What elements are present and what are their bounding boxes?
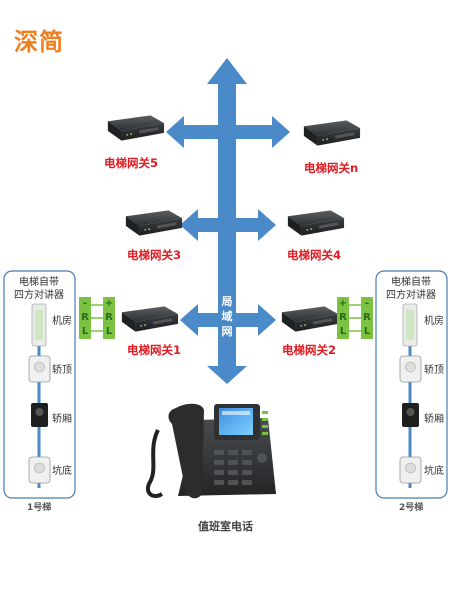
terminal-1-minus: - (82, 298, 88, 309)
elevator-1-pit-device (28, 456, 51, 484)
terminal-1-plus: + (104, 298, 114, 309)
elevator-2-terminal-block (337, 297, 373, 339)
company-logo: 深简 (14, 28, 64, 56)
lan-branch-arrow-bottom (180, 304, 276, 336)
elevator-1-machine-room-device (31, 303, 47, 347)
gateway-device-n (303, 120, 361, 146)
gateway-label-n: 电梯网关n (304, 161, 359, 175)
elevator-1-part-car: 轿厢 (52, 414, 72, 425)
elevator-1-name: 1号梯 (27, 503, 52, 513)
gateway-label-5: 电梯网关5 (104, 156, 159, 170)
elevator-1-part-machine-room: 机房 (52, 316, 72, 327)
gateway-label-1: 电梯网关1 (127, 343, 182, 357)
terminal-1-l: L (81, 326, 89, 337)
elevator-2-part-car-top: 轿顶 (424, 365, 444, 376)
terminal-2b-l: L (363, 326, 371, 337)
elevator-2-car-device (402, 403, 419, 427)
duty-room-phone-label: 值班室电话 (198, 520, 253, 533)
terminal-2-l: L (339, 326, 347, 337)
elevator-2-title-line-2: 四方对讲器 (386, 290, 436, 301)
gateway-label-2: 电梯网关2 (282, 343, 337, 357)
elevator-2-machine-room-device (402, 303, 418, 347)
terminal-2b-r: R (363, 312, 371, 323)
gateway-device-3 (125, 210, 183, 236)
elevator-1-part-car-top: 轿顶 (52, 365, 72, 376)
lan-label-char-2: 域 (221, 310, 233, 323)
elevator-2-pit-device (399, 456, 422, 484)
gateway-device-1 (121, 306, 179, 332)
gateway-label-4: 电梯网关4 (287, 248, 342, 262)
lan-branch-arrow-top (166, 116, 290, 148)
gateway-device-4 (287, 210, 345, 236)
gateway-device-2 (281, 306, 339, 332)
gateway-label-3: 电梯网关3 (127, 248, 182, 262)
terminal-2-r: R (339, 312, 347, 323)
elevator-1-part-pit: 坑底 (52, 466, 72, 477)
terminal-2-minus: - (364, 298, 370, 309)
elevator-2-title-line-1: 电梯自带 (391, 277, 431, 288)
elevator-1-car-top-device (28, 355, 51, 383)
elevator-1-car-device (31, 403, 48, 427)
gateway-device-5 (107, 115, 165, 141)
elevator-2-part-car: 轿厢 (424, 414, 444, 425)
elevator-1-title-line-1: 电梯自带 (19, 277, 59, 288)
terminal-1-r: R (81, 312, 89, 323)
terminal-1b-r: R (105, 312, 113, 323)
terminal-2-plus: + (338, 298, 348, 309)
elevator-2-car-top-device (399, 355, 422, 383)
elevator-1-terminal-block (79, 297, 115, 339)
lan-label-char-1: 局 (221, 295, 233, 308)
elevator-2-part-machine-room: 机房 (424, 316, 444, 327)
lan-label-char-3: 网 (221, 325, 233, 338)
terminal-1b-l: L (105, 326, 113, 337)
desk-phone (145, 403, 276, 499)
elevator-2-part-pit: 坑底 (424, 466, 444, 477)
lan-branch-arrow-middle (180, 209, 276, 241)
elevator-2-name: 2号梯 (399, 503, 424, 513)
elevator-1-title-line-2: 四方对讲器 (14, 290, 64, 301)
